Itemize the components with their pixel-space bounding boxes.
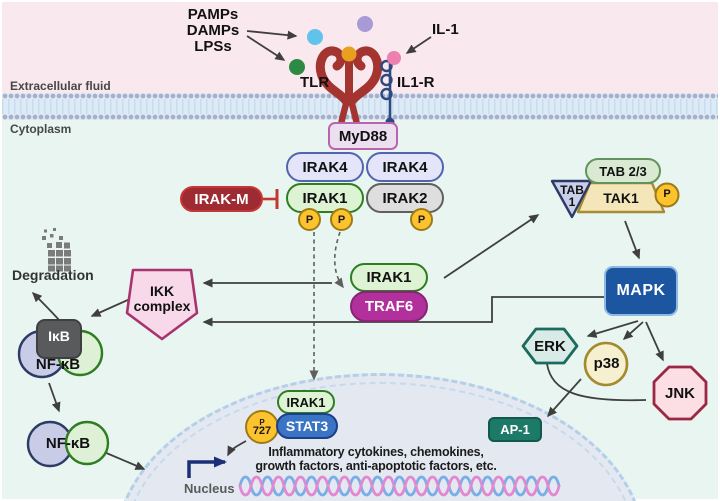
plasma-membrane [2, 93, 718, 120]
tab1-line2: 1 [568, 195, 576, 209]
damps-label: DAMPs [186, 22, 240, 39]
node-traf6: TRAF6 [350, 291, 428, 322]
phospho-tak1: P [663, 188, 671, 200]
ikk-line1: IKK [149, 283, 175, 299]
node-myd88: MyD88 [328, 122, 398, 150]
cytoplasm-label: Cytoplasm [10, 122, 72, 136]
nucleus-label: Nucleus [184, 481, 235, 496]
node-irak2: IRAK2 [366, 183, 444, 213]
node-ikb-label: IκB [48, 328, 70, 344]
node-irak4-right: IRAK4 [366, 152, 444, 182]
node-nfkb-label: NF-κB [35, 356, 81, 373]
node-ap1: AP-1 [488, 417, 542, 442]
node-nfkb-free-label: NF-κB [45, 435, 91, 452]
node-jnk-label: JNK [664, 385, 695, 402]
tlr-label: TLR [300, 74, 330, 91]
il1-label: IL-1 [432, 21, 459, 38]
phospho-irak1-left: P [298, 208, 321, 231]
node-irak1-nucleus: IRAK1 [277, 390, 335, 414]
phospho-stat3: P 727 [245, 410, 279, 444]
node-p38-label: p38 [593, 355, 620, 372]
phospho-stat3-p: P [259, 418, 265, 427]
degradation-label: Degradation [12, 267, 94, 283]
node-tab1-label: TAB 1 [552, 184, 592, 208]
phospho-stat3-site: 727 [252, 425, 272, 437]
node-irakm: IRAK-M [180, 186, 263, 212]
node-stat3: STAT3 [276, 413, 338, 439]
node-ikk-label: IKK complex [126, 284, 198, 314]
il1r-label: IL1-R [397, 74, 435, 91]
gene-output-text: Inflammatory cytokines, chemokines, grow… [230, 445, 522, 473]
phospho-irak2: P [410, 208, 433, 231]
ikk-line2: complex [133, 298, 191, 314]
node-irak1-traf6: IRAK1 [350, 263, 428, 292]
node-erk-label: ERK [534, 338, 566, 355]
extracellular-fluid-label: Extracellular fluid [10, 79, 111, 93]
pamps-label: PAMPs [187, 6, 239, 23]
gene-output-line2: growth factors, anti-apoptotic factors, … [255, 458, 497, 473]
gene-output-line1: Inflammatory cytokines, chemokines, [268, 445, 484, 459]
phospho-irak1-right: P [330, 208, 353, 231]
lpss-label: LPSs [194, 38, 232, 55]
stimuli-labels: PAMPs DAMPs LPSs [170, 7, 256, 55]
node-irak1: IRAK1 [286, 183, 364, 213]
tab1-line1: TAB [560, 183, 584, 197]
node-mapk: MAPK [604, 266, 678, 316]
node-tab23: TAB 2/3 [585, 158, 661, 184]
node-irak4-left: IRAK4 [286, 152, 364, 182]
node-tak1-label: TAK1 [603, 190, 639, 206]
